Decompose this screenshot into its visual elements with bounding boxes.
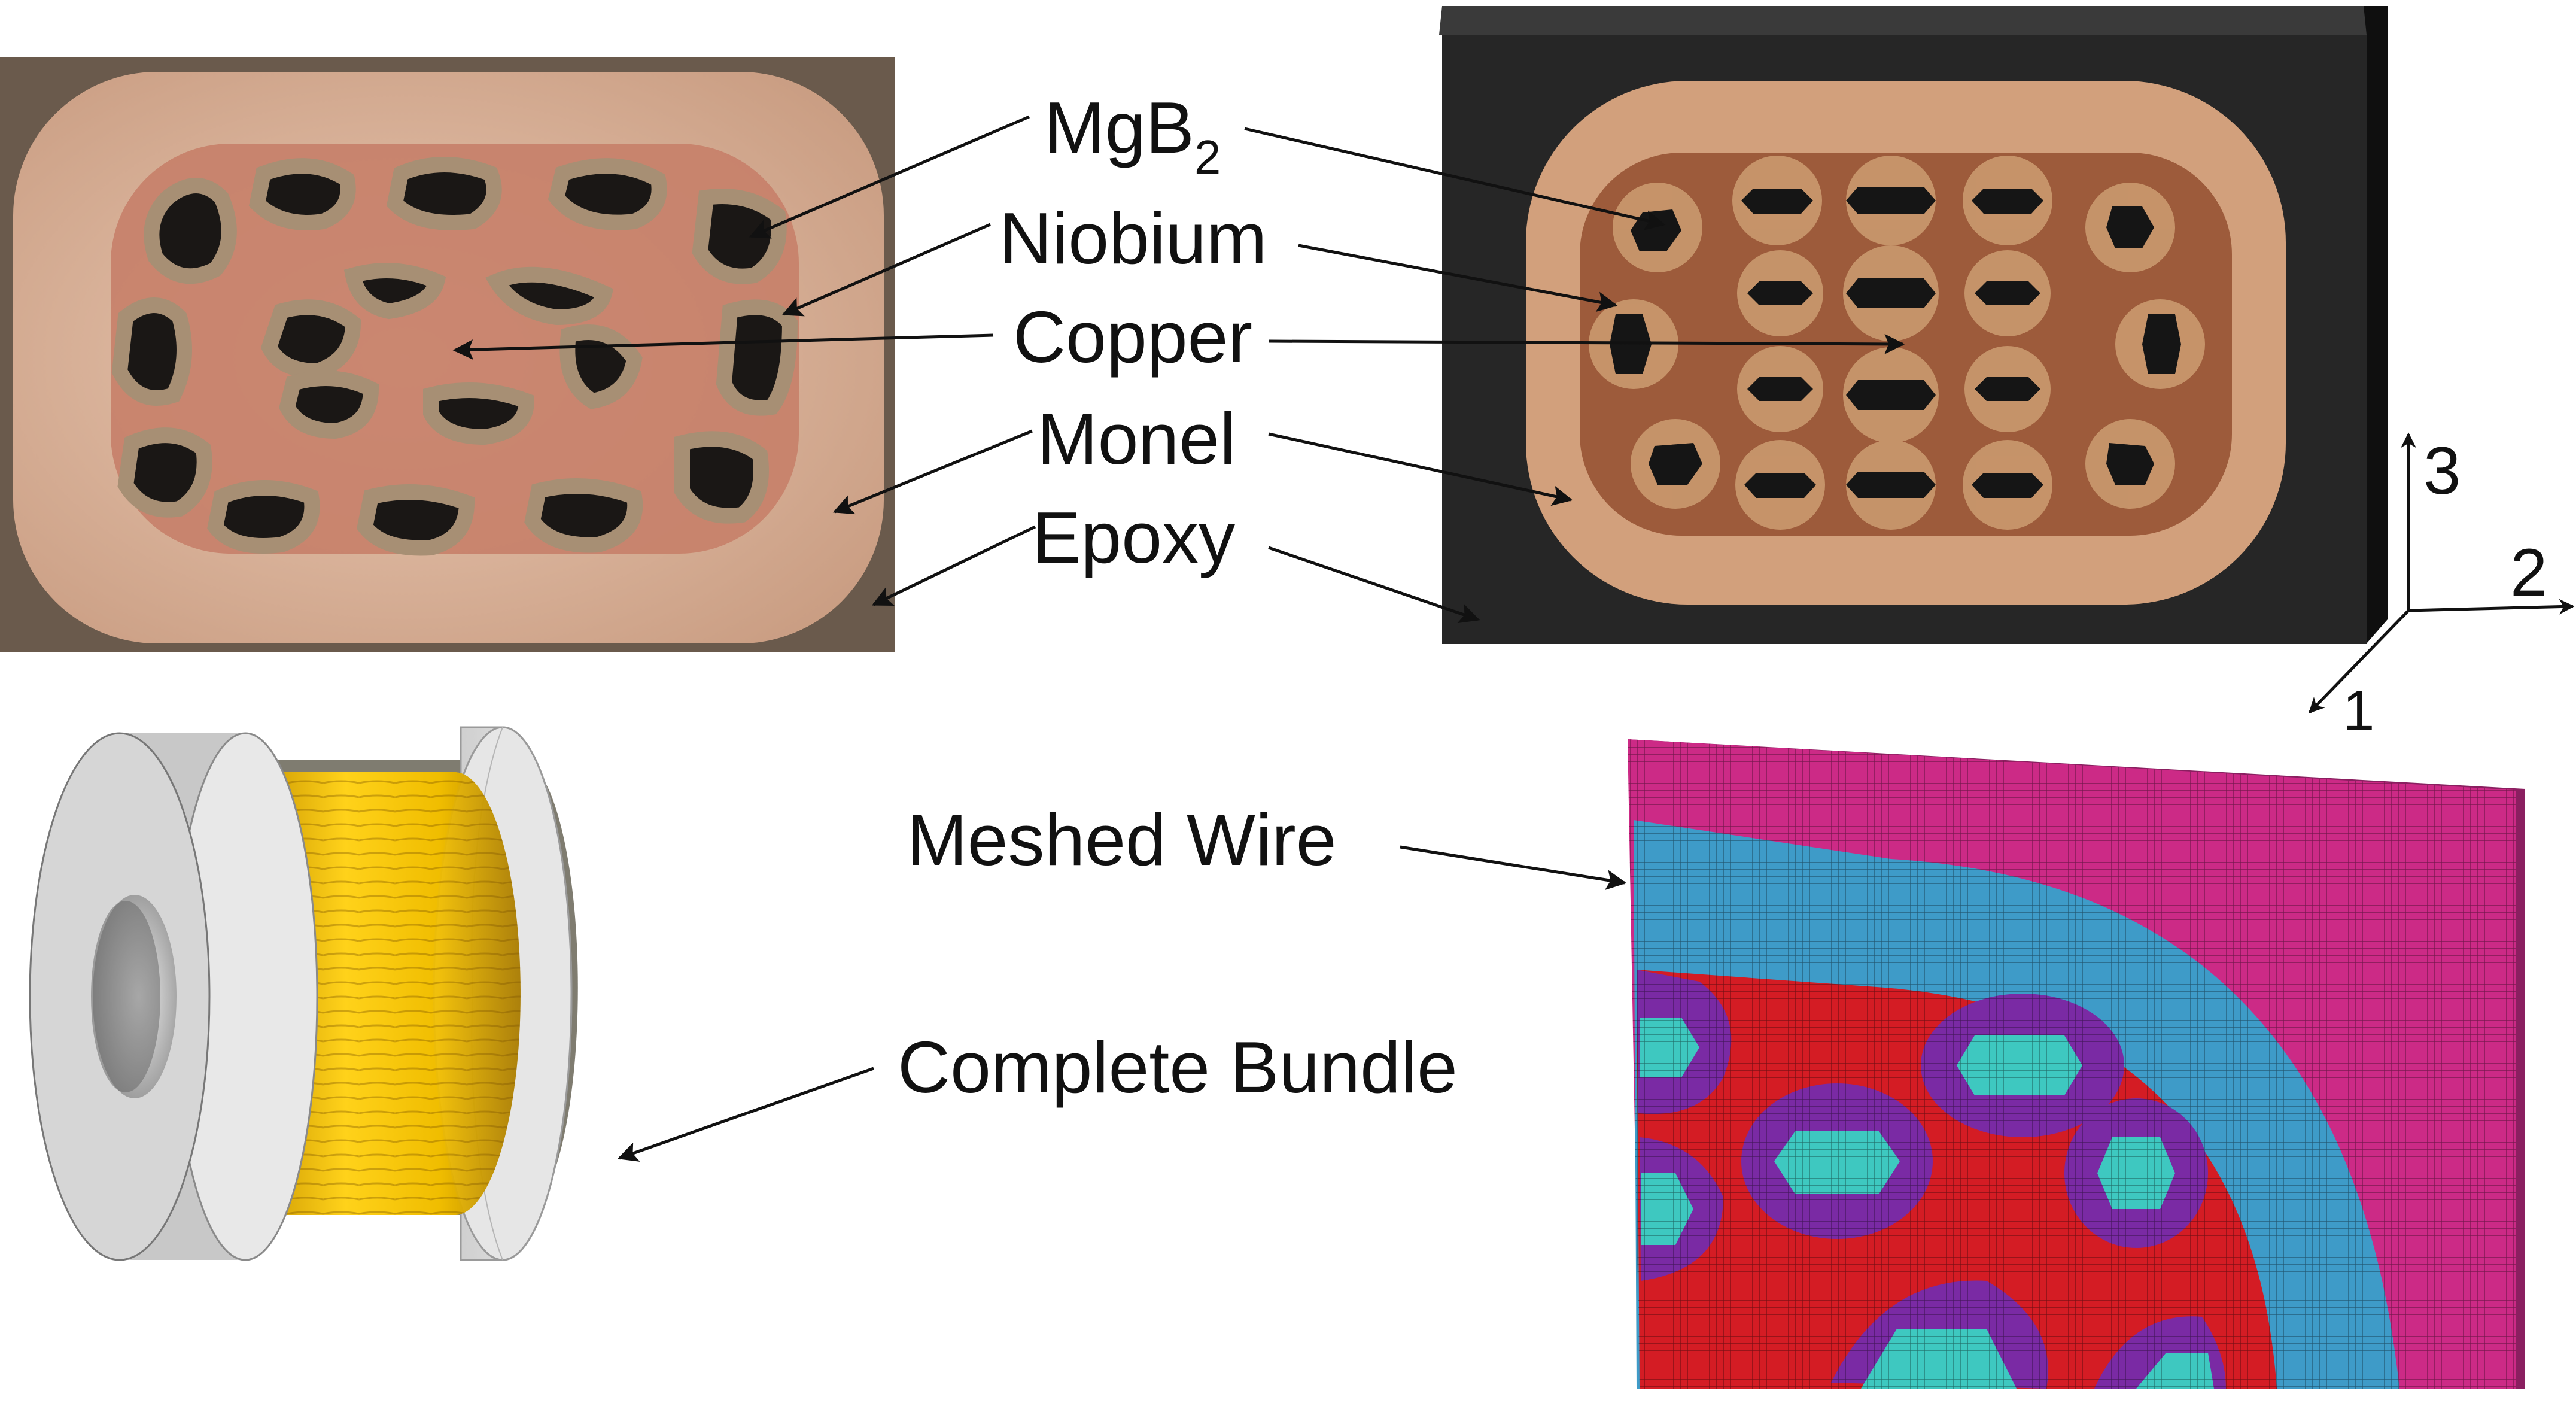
filament-array — [1589, 156, 2205, 530]
complete-bundle-label: Complete Bundle — [898, 1027, 1458, 1108]
mesh-grid-overlay — [1628, 739, 2516, 1389]
mgb2-label-main: MgB — [1044, 87, 1194, 168]
annotation-arrows — [452, 115, 1905, 1162]
arrow-icon — [452, 333, 994, 360]
mgb2-label-subscript: 2 — [1194, 130, 1221, 184]
spool-panel — [29, 726, 578, 1261]
axis-triad-icon: 3 2 1 — [2309, 432, 2575, 743]
labels: MgB2 Niobium Copper Monel Epoxy Meshed W… — [898, 87, 1458, 1108]
epoxy-side-face — [2364, 6, 2388, 643]
wire-model-panel — [1439, 6, 2388, 644]
spool-winding-lines — [251, 772, 521, 1215]
spool-left-flange — [29, 732, 318, 1261]
arrow-icon — [1400, 845, 1627, 890]
meshed-wire-label: Meshed Wire — [907, 799, 1337, 880]
axis-3-label: 3 — [2423, 433, 2461, 508]
mgb2-label: MgB2 — [1044, 87, 1221, 184]
epoxy-label: Epoxy — [1032, 497, 1235, 578]
monel-label: Monel — [1037, 398, 1236, 479]
meshed-wire-panel — [1628, 739, 2525, 1389]
copper-matrix — [1580, 153, 2232, 536]
arrow-icon — [781, 223, 991, 317]
copper-label: Copper — [1013, 296, 1252, 378]
axis-1-label: 1 — [2343, 679, 2374, 743]
niobium-label: Niobium — [999, 198, 1267, 279]
arrow-icon — [617, 1067, 874, 1162]
arrow-icon — [1268, 333, 1905, 354]
arrow-icon — [749, 115, 1030, 239]
arrow-icon — [1244, 127, 1666, 230]
arrow-icon — [1268, 432, 1573, 506]
arrow-icon — [832, 429, 1033, 515]
micrograph-panel — [0, 57, 895, 652]
arrow-icon — [1298, 244, 1618, 312]
epoxy-top-face — [1439, 6, 2385, 35]
axis-2-label: 2 — [2510, 535, 2547, 610]
arrow-icon — [1268, 546, 1480, 624]
micrograph-filaments — [111, 157, 798, 556]
arrow-icon — [871, 525, 1036, 606]
